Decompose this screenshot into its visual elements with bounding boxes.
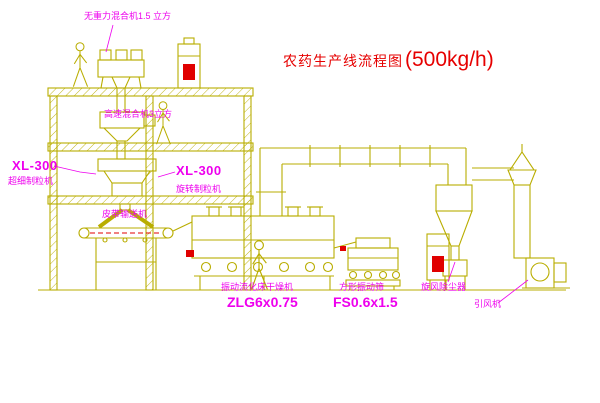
building-structure [47, 87, 254, 291]
label-sieve-model: FS0.6x1.5 [333, 294, 398, 310]
label-cyclone: 旋风除尘器 [421, 282, 467, 292]
label-granulator-right-model: XL-300 [176, 163, 222, 178]
belt-conveyor-machine [78, 221, 193, 290]
label-dryer-name: 振动流化床干燥机 [221, 282, 294, 292]
leader-lines [53, 24, 529, 304]
label-top-mixer: 无重力混合机1.5 立方 [84, 11, 172, 21]
fluid-bed-dryer-machine [191, 206, 357, 290]
dryer-motor [186, 250, 194, 257]
exhaust-stack [507, 144, 537, 259]
drawing-title-capacity: (500kg/h) [405, 48, 494, 71]
granulator-machine [97, 158, 157, 229]
operator-figure [72, 42, 89, 88]
induced-draft-fan [522, 257, 570, 289]
label-granulator-right-name: 旋转制粒机 [176, 184, 222, 194]
top-mixer-machine [97, 49, 145, 113]
control-cabinet [177, 37, 201, 89]
sieve-fitting [340, 246, 346, 251]
cyclone-separator [435, 184, 473, 290]
drawing-title: 农药生产线流程图 (500kg/h) [283, 48, 494, 72]
drawing-title-text: 农药生产线流程图 [283, 53, 403, 69]
label-dryer-model: ZLG6x0.75 [227, 294, 298, 310]
label-granulator-left-model: XL-300 [12, 158, 58, 173]
label-granulator-left-name: 超细制粒机 [8, 176, 54, 186]
label-high-speed-mixer: 高速混合机3立方 [104, 109, 173, 119]
duct-line [256, 145, 514, 216]
high-speed-mixer-machine [99, 111, 156, 160]
vibrating-sieve-machine [345, 237, 401, 290]
control-cabinet [426, 233, 450, 290]
label-sieve-name: 方形振动筛 [339, 282, 385, 292]
label-belt-conveyor: 皮带输送机 [102, 209, 148, 219]
label-fan: 引风机 [474, 299, 502, 309]
